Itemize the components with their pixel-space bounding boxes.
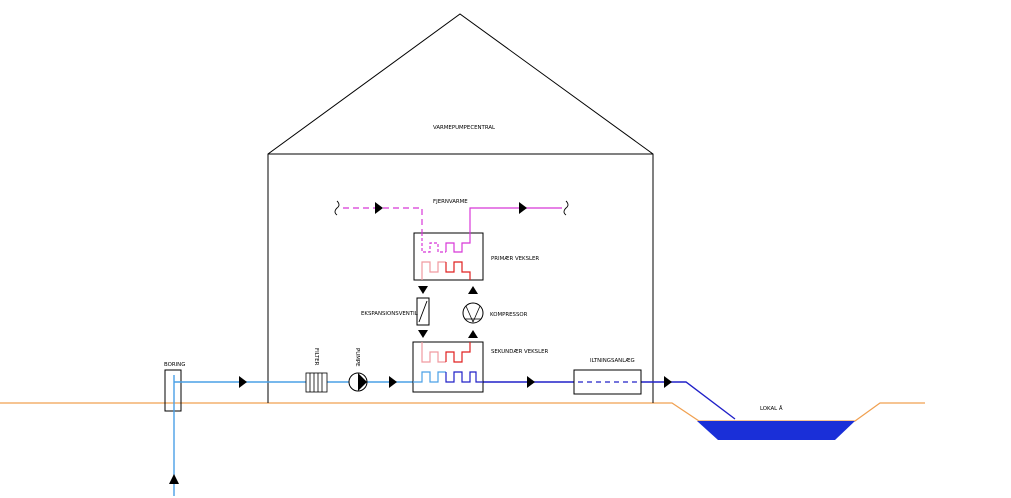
primary-exchanger: [413, 232, 484, 281]
flow-arrow-icon: [519, 202, 527, 214]
primary-hot-coil: [445, 261, 471, 280]
secondary-warm-coil: [421, 342, 446, 363]
local-stream-label: LOKAL Å: [760, 405, 783, 412]
flow-arrow-icon: [468, 330, 478, 338]
compressor-label: KOMPRESSOR: [490, 312, 528, 318]
pump-icon: [348, 372, 368, 392]
building-title: VARMEPUMPECENTRAL: [433, 125, 495, 131]
flow-arrow-icon: [375, 202, 383, 214]
district-heating-label: FJERNVARME: [433, 199, 468, 205]
secondary-exchanger-label: SEKUNDÆR VEKSLER: [491, 349, 549, 355]
primary-warm-coil: [421, 261, 446, 280]
flow-arrow-icon: [239, 376, 247, 388]
flow-arrow-icon: [418, 286, 428, 294]
district-heating-supply-dashed: [343, 207, 423, 233]
expansion-valve-icon: [416, 297, 430, 326]
expansion-valve-label: EKSPANSIONSVENTIL: [361, 311, 418, 317]
secondary-cold-coil-dark: [445, 371, 483, 383]
primary-heating-coil-dashed: [421, 233, 446, 253]
secondary-hot-coil: [445, 342, 471, 363]
break-mark-icon: [563, 200, 569, 216]
flow-arrow-icon: [169, 474, 179, 484]
pump-label: PUMPE: [354, 348, 360, 367]
primary-exchanger-label: PRIMÆR VEKSLER: [491, 256, 539, 262]
building-outline: [267, 13, 654, 403]
district-heating-return: [469, 207, 562, 233]
aeration-label: ILTNINGSANLÆG: [590, 358, 635, 364]
compressor-icon: [462, 302, 484, 324]
local-stream-water: [697, 421, 855, 440]
primary-heating-coil-solid: [445, 233, 471, 253]
break-mark-icon: [334, 200, 340, 216]
secondary-cold-coil-light: [413, 371, 446, 383]
filter-label: FILTER: [313, 348, 319, 366]
flow-arrow-icon: [468, 286, 478, 294]
ground-line: [0, 402, 925, 422]
flow-arrow-icon: [664, 376, 672, 388]
flow-arrow-icon: [389, 376, 397, 388]
boring-well: [164, 369, 182, 412]
flow-arrow-icon: [418, 330, 428, 338]
flow-arrow-icon: [527, 376, 535, 388]
filter-icon: [305, 372, 328, 393]
secondary-exchanger: [412, 341, 484, 393]
boring-label: BORING: [164, 362, 185, 368]
cold-return-pipe: [483, 381, 736, 420]
